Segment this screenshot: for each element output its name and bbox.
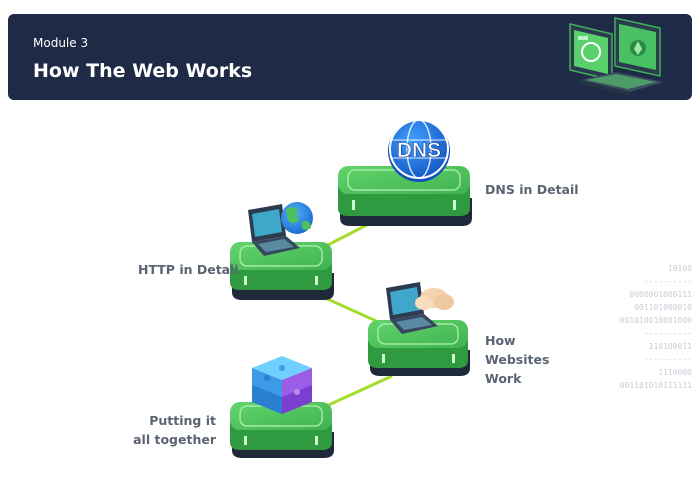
module-title: How The Web Works (33, 60, 253, 82)
platform-putting-it-all-together[interactable] (230, 402, 334, 458)
room-label-how-websites-work[interactable]: How Websites Work (485, 333, 550, 386)
dns-badge-text: DNS (397, 139, 441, 162)
platform-http[interactable] (230, 242, 334, 300)
dns-globe-icon: DNS (388, 119, 450, 182)
monitor-illustration-icon (569, 17, 664, 96)
room-label-putting-it-all-together[interactable]: Putting it all together (133, 413, 216, 447)
platform-how-websites-work[interactable] (368, 320, 470, 376)
room-label-http[interactable]: HTTP in Detail (138, 262, 239, 277)
module-header: Module 3 How The Web Works (8, 14, 692, 100)
room-label-dns[interactable]: DNS in Detail (485, 182, 579, 197)
connector-line (321, 374, 393, 410)
puzzle-cube-icon (252, 356, 312, 414)
laptop-cloud-icon (386, 282, 454, 334)
laptop-globe-icon (248, 202, 313, 256)
module-number: Module 3 (33, 36, 89, 50)
binary-decoration: 10100 ---------- 0000001000111 001101000… (619, 264, 692, 390)
